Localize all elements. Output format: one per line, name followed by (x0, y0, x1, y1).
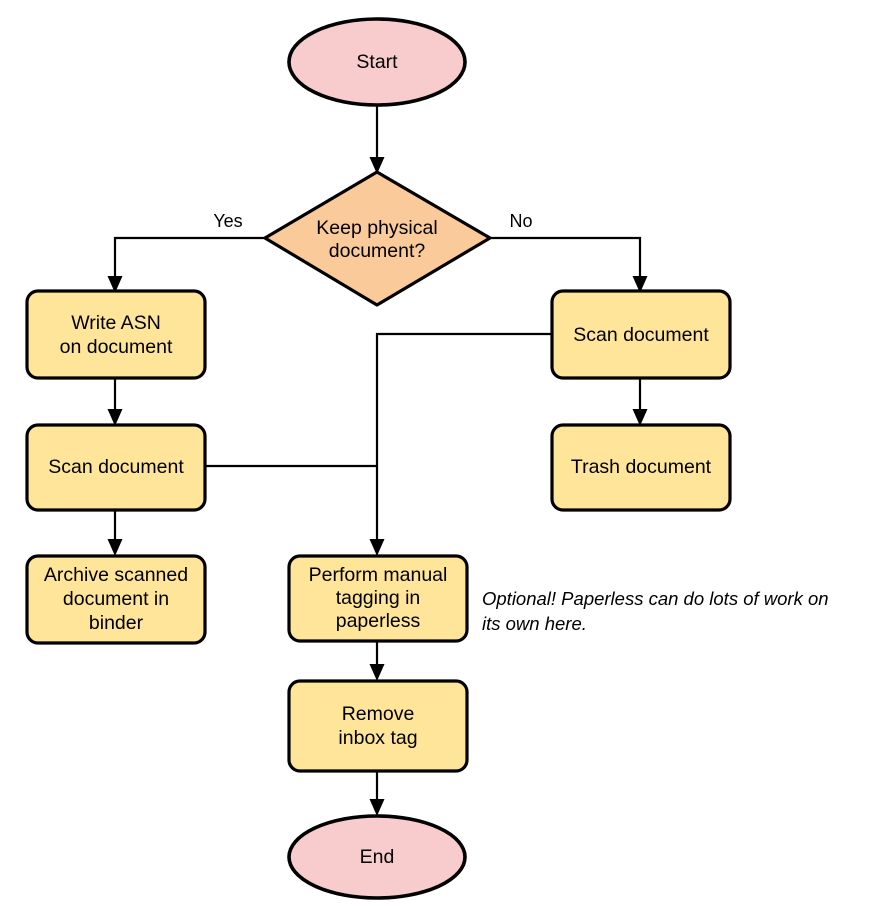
edge-remove-inbox-to-end (369, 771, 385, 816)
end-label: End (360, 846, 395, 868)
decision-diamond (263, 170, 492, 307)
edge-decision-to-write-asn (107, 231, 281, 293)
annotation-optional-note: Optional! Paperless can do lots of work … (482, 586, 888, 636)
node-perform-manual-tagging[interactable]: Perform manual tagging in paperless (287, 554, 469, 643)
archive-label-line1: Archive scanned (44, 564, 188, 586)
write-asn-box (25, 289, 207, 380)
scan-document-left-box (25, 423, 207, 512)
edge-tagging-to-remove-inbox (369, 641, 385, 681)
scan-document-right-label: Scan document (573, 324, 709, 346)
tagging-label-line3: paperless (336, 610, 421, 632)
remove-inbox-label-line2: inbox tag (338, 727, 417, 749)
edge-label-no: No (509, 211, 532, 231)
archive-label-line2: document in (63, 588, 169, 610)
trash-document-label: Trash document (571, 456, 712, 478)
edge-write-asn-to-scan-left (107, 378, 123, 426)
write-asn-label-line1: Write ASN (71, 312, 161, 334)
node-remove-inbox-tag[interactable]: Remove inbox tag (287, 679, 469, 773)
edge-start-to-decision (369, 104, 385, 174)
node-scan-document-right[interactable]: Scan document (550, 289, 732, 380)
decision-label-line2: document? (329, 240, 426, 262)
annotation-line1: Optional! Paperless can do lots of work … (482, 588, 829, 609)
tagging-label-line2: tagging in (336, 587, 421, 609)
tagging-box (287, 554, 469, 643)
write-asn-label-line2: on document (60, 336, 173, 358)
archive-box (25, 554, 207, 645)
node-write-asn-on-document[interactable]: Write ASN on document (25, 289, 207, 380)
edge-scan-right-to-tagging (369, 332, 552, 556)
start-label: Start (356, 51, 398, 73)
node-decision-keep-physical-document[interactable]: Keep physical document? (263, 170, 492, 307)
node-archive-scanned-document[interactable]: Archive scanned document in binder (25, 554, 207, 645)
node-trash-document[interactable]: Trash document (550, 423, 732, 512)
scan-document-right-box (550, 289, 732, 380)
end-ellipse (287, 814, 467, 900)
annotation-line2: its own here. (482, 613, 587, 634)
node-end[interactable]: End (287, 814, 467, 900)
remove-inbox-label-line1: Remove (342, 703, 415, 725)
trash-document-box (550, 423, 732, 512)
edge-label-yes: Yes (213, 211, 242, 231)
node-scan-document-left[interactable]: Scan document (25, 423, 207, 512)
remove-inbox-box (287, 679, 469, 773)
edge-decision-to-scan-right (474, 231, 648, 293)
archive-label-line3: binder (89, 612, 144, 634)
edge-scan-right-to-trash (632, 378, 648, 426)
edge-scan-left-to-archive (107, 510, 123, 556)
node-start[interactable]: Start (287, 17, 467, 107)
start-ellipse (287, 17, 467, 107)
scan-document-left-label: Scan document (48, 456, 184, 478)
tagging-label-line1: Perform manual (309, 564, 448, 586)
decision-label-line1: Keep physical (316, 217, 437, 239)
